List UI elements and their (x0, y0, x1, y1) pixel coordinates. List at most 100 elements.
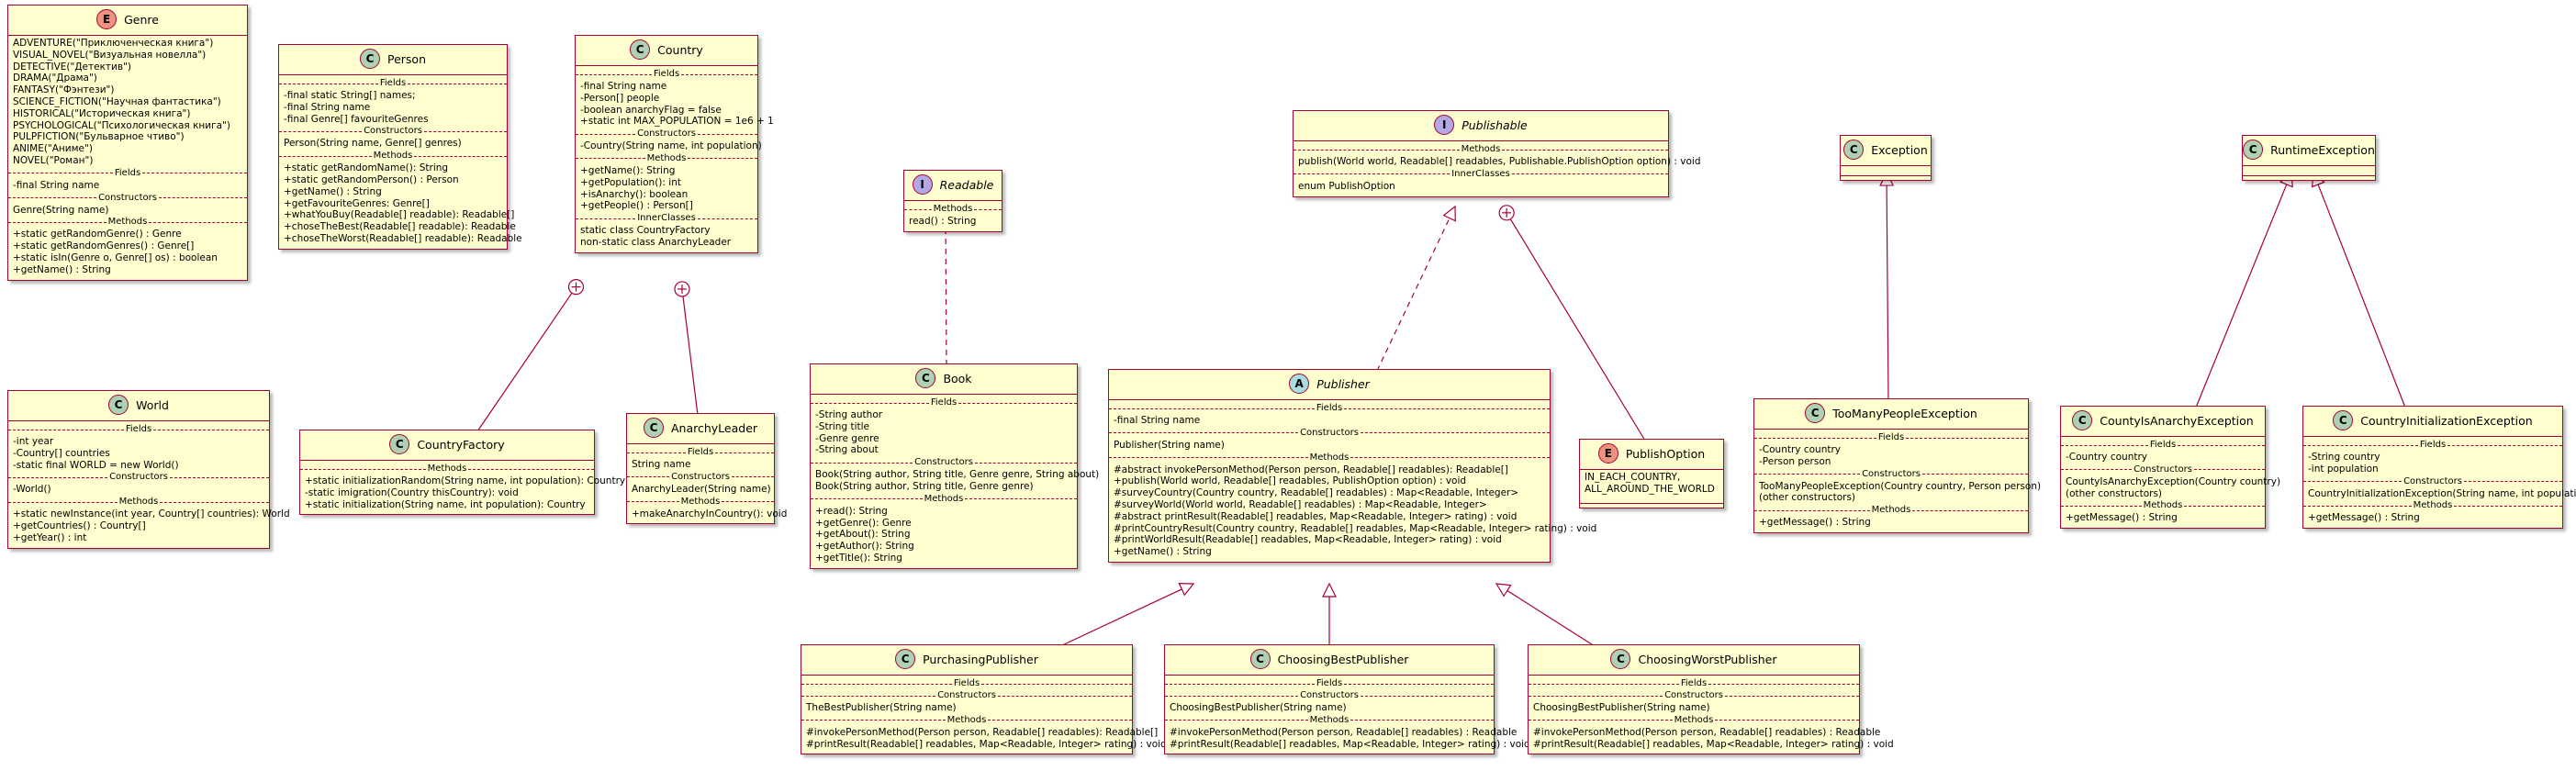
section-separator: Fields (1165, 678, 1494, 689)
section-label: Constructors (1664, 690, 1723, 700)
section-label: InnerClasses (637, 213, 696, 224)
member-line: ANIME("Аниме") (13, 143, 93, 155)
section-label: Methods (118, 497, 159, 508)
member-line: CountryInitializationException(String na… (2308, 487, 2576, 499)
class-name: CountryInitializationException (2360, 413, 2533, 428)
county-is-anarchy-exception-extends-relation (2195, 171, 2293, 408)
member-line: +getMessage() : String (1759, 517, 1871, 529)
book-implements-relation (938, 211, 954, 366)
member-line: +static int MAX_POPULATION = 1e6 + 1 (580, 116, 774, 128)
member-line: +static getRandomPerson() : Person (284, 173, 459, 185)
member-line: #invokePersonMethod(Person person, Reada… (1533, 726, 1881, 738)
member-line: +static newInstance(int year, Country[] … (13, 508, 290, 520)
section-label: Constructors (98, 192, 157, 203)
class-name: Book (943, 371, 972, 385)
section-label: Fields (2149, 440, 2177, 450)
member-line: PSYCHOLOGICAL("Психологическая книга") (13, 119, 230, 131)
section-separator: Methods (904, 204, 1002, 215)
section-label: Methods (1461, 144, 1501, 154)
country-initialization-exception-extends-relation (2311, 171, 2406, 408)
choosing-best-publisher-extends-relation (1322, 582, 1337, 646)
section-separator: Constructors (1165, 690, 1494, 701)
member-line: #printResult(Readable[] readables, Map<R… (806, 738, 1167, 750)
section-separator: Methods (8, 497, 269, 508)
member-line: #invokePersonMethod(Person person, Reada… (1170, 726, 1518, 738)
empty-compartment (1580, 496, 1723, 504)
member-line: +choseTheBest(Readable[] readable): Read… (284, 221, 516, 233)
member-line: +getTitle(): String (815, 552, 902, 564)
member-line: #abstract printResult(Readable[] readabl… (1114, 510, 1518, 522)
member-line: +static getRandomGenre() : Genre (13, 229, 182, 240)
inheritance-arrowhead-icon (1495, 583, 1512, 598)
section-separator: Constructors (576, 128, 757, 140)
member-line: TheBestPublisher(String name) (806, 702, 957, 713)
member-line: #invokePersonMethod(Person person, Reada… (806, 726, 1159, 738)
member-line: +choseTheWorst(Readable[] readable): Rea… (284, 232, 522, 244)
section-label: Methods (1674, 714, 1714, 725)
member-line: +publish(World world, Readable[] readabl… (1114, 475, 1467, 487)
member-line: (other constructors) (1759, 492, 1856, 504)
member-line: +getName(): String (580, 164, 676, 176)
member-line: AnarchyLeader(String name) (632, 483, 771, 495)
member-line: +getName() : String (284, 185, 382, 197)
member-line: DETECTIVE("Детектив") (13, 61, 131, 73)
member-line: #abstract invokePersonMethod(Person pers… (1114, 464, 1508, 475)
abstract-class-badge-icon: A (1289, 374, 1310, 394)
member-line: static class CountryFactory (580, 225, 711, 237)
member-line: TooManyPeopleException(Country country, … (1759, 480, 2042, 492)
class-badge-icon: C (359, 49, 380, 69)
section-label: Constructors (109, 472, 168, 483)
member-line: +getName() : String (1114, 546, 1212, 558)
class-name: Country (657, 42, 703, 57)
country-factory-nested-relation (476, 279, 585, 432)
purchasing-publisher-extends-relation (1059, 582, 1195, 647)
section-label: Methods (427, 464, 467, 474)
member-line: +getPeople() : Person[] (580, 200, 693, 212)
section-separator: Constructors (801, 690, 1132, 701)
section-separator: Constructors (8, 472, 269, 483)
section-label: Constructors (937, 690, 996, 700)
member-line: ChoosingBestPublisher(String name) (1533, 702, 1710, 713)
class-name: PurchasingPublisher (923, 652, 1038, 666)
section-label: InnerClasses (1451, 168, 1510, 179)
section-label: Methods (1871, 505, 1911, 516)
class-name: PublishOption (1625, 446, 1706, 461)
section-label: Methods (373, 151, 413, 162)
member-line: -String country (2308, 452, 2380, 463)
section-label: Methods (946, 714, 987, 725)
inheritance-arrowhead-icon (1442, 205, 1456, 222)
class-name: ChoosingBestPublisher (1277, 652, 1409, 666)
section-separator: Fields (576, 69, 757, 80)
section-separator: Fields (2303, 440, 2562, 451)
class-name: Readable (939, 177, 994, 192)
class-badge-icon: C (2072, 410, 2093, 430)
member-line: IN_EACH_COUNTRY, (1585, 472, 1681, 483)
enum-badge-icon: E (1597, 443, 1618, 464)
member-line: Book(String author, String title, Genre … (815, 480, 1034, 492)
class-name: TooManyPeopleException (1832, 406, 1977, 420)
member-line: #printResult(Readable[] readables, Map<R… (1533, 738, 1894, 750)
member-line: DRAMA("Драма") (13, 73, 97, 84)
interface-badge-icon: I (1434, 115, 1455, 135)
section-separator: Constructors (2303, 476, 2562, 487)
member-line: -final String name (580, 81, 667, 92)
member-line: -int year (13, 436, 54, 447)
member-line: +getMessage() : String (2308, 512, 2420, 524)
section-separator: Methods (576, 153, 757, 164)
publish-option-nested-relation (1498, 205, 1646, 441)
class-name: World (136, 397, 169, 412)
